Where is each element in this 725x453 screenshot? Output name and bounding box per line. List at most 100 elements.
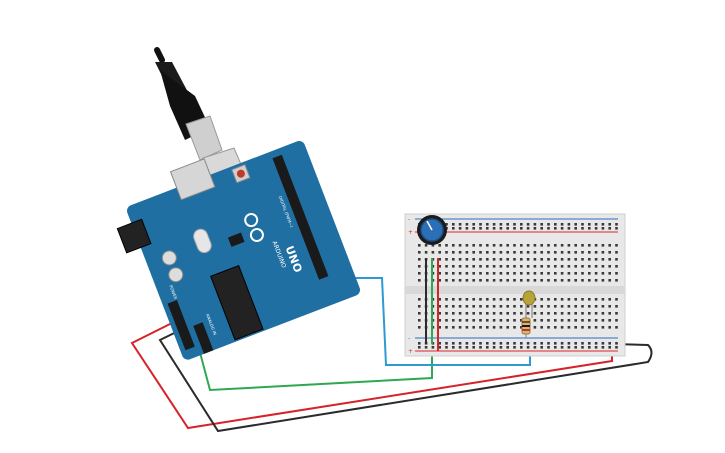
breadboard-hole[interactable] [465,305,469,308]
breadboard-hole[interactable] [547,312,550,315]
breadboard-hole[interactable] [540,305,543,308]
breadboard-hole[interactable] [458,251,462,254]
breadboard-hole[interactable] [547,272,550,275]
led[interactable] [522,290,536,318]
breadboard-hole[interactable] [513,244,516,247]
breadboard-hole[interactable] [567,227,571,230]
breadboard-hole[interactable] [458,305,462,308]
breadboard-hole[interactable] [486,227,489,230]
breadboard-hole[interactable] [452,251,455,254]
analog-header[interactable] [193,322,214,354]
breadboard-hole[interactable] [574,258,577,261]
breadboard-hole[interactable] [431,346,435,349]
breadboard-hole[interactable] [540,251,543,254]
breadboard-hole[interactable] [540,227,543,230]
breadboard-hole[interactable] [574,227,577,230]
breadboard-hole[interactable] [526,258,530,261]
breadboard-hole[interactable] [560,305,564,308]
resistor[interactable] [521,312,531,338]
breadboard-hole[interactable] [486,265,489,268]
breadboard-hole[interactable] [492,326,496,329]
breadboard-hole[interactable] [472,251,475,254]
breadboard-hole[interactable] [499,346,503,349]
breadboard-hole[interactable] [499,272,503,275]
breadboard-hole[interactable] [458,279,462,282]
breadboard-hole[interactable] [574,279,577,282]
breadboard-hole[interactable] [472,342,475,345]
breadboard-hole[interactable] [588,312,591,315]
breadboard-hole[interactable] [458,312,462,315]
breadboard-hole[interactable] [445,279,448,282]
breadboard-hole[interactable] [601,298,605,301]
breadboard-hole[interactable] [547,244,550,247]
breadboard-hole[interactable] [492,265,496,268]
breadboard-hole[interactable] [588,223,591,226]
breadboard-hole[interactable] [479,265,482,268]
breadboard-hole[interactable] [560,279,564,282]
breadboard-hole[interactable] [452,346,455,349]
breadboard-hole[interactable] [431,251,435,254]
breadboard-hole[interactable] [445,265,448,268]
breadboard-hole[interactable] [574,298,577,301]
breadboard-hole[interactable] [581,251,584,254]
breadboard-hole[interactable] [438,305,441,308]
breadboard-hole[interactable] [547,319,550,322]
breadboard-hole[interactable] [615,319,618,322]
breadboard-hole[interactable] [458,298,462,301]
breadboard-hole[interactable] [520,258,523,261]
breadboard-hole[interactable] [547,326,550,329]
breadboard-hole[interactable] [418,279,421,282]
breadboard-hole[interactable] [479,258,482,261]
breadboard-hole[interactable] [601,319,605,322]
breadboard-hole[interactable] [554,319,557,322]
breadboard-hole[interactable] [506,227,509,230]
breadboard-hole[interactable] [472,244,475,247]
breadboard-hole[interactable] [588,244,591,247]
breadboard-hole[interactable] [581,244,584,247]
breadboard-hole[interactable] [608,312,611,315]
breadboard-hole[interactable] [574,312,577,315]
breadboard-hole[interactable] [499,312,503,315]
breadboard-hole[interactable] [581,346,584,349]
breadboard-hole[interactable] [479,279,482,282]
breadboard-hole[interactable] [492,312,496,315]
breadboard-hole[interactable] [513,312,516,315]
breadboard-hole[interactable] [560,265,564,268]
breadboard-hole[interactable] [520,298,523,301]
breadboard-hole[interactable] [486,279,489,282]
breadboard-hole[interactable] [581,265,584,268]
breadboard-hole[interactable] [594,312,598,315]
breadboard-hole[interactable] [574,251,577,254]
breadboard-hole[interactable] [581,227,584,230]
breadboard-hole[interactable] [486,346,489,349]
breadboard-hole[interactable] [540,258,543,261]
breadboard-hole[interactable] [615,227,618,230]
breadboard-hole[interactable] [499,326,503,329]
breadboard-hole[interactable] [567,346,571,349]
breadboard-hole[interactable] [506,265,509,268]
breadboard-hole[interactable] [465,342,469,345]
breadboard-hole[interactable] [479,244,482,247]
breadboard-hole[interactable] [465,223,469,226]
breadboard-hole[interactable] [554,312,557,315]
breadboard-hole[interactable] [615,272,618,275]
breadboard-hole[interactable] [499,319,503,322]
breadboard-hole[interactable] [547,298,550,301]
breadboard-hole[interactable] [560,312,564,315]
breadboard-hole[interactable] [438,319,441,322]
breadboard-hole[interactable] [526,223,530,226]
breadboard-hole[interactable] [499,342,503,345]
breadboard-hole[interactable] [540,265,543,268]
breadboard-hole[interactable] [615,298,618,301]
breadboard-hole[interactable] [533,305,537,308]
breadboard-hole[interactable] [594,251,598,254]
breadboard-hole[interactable] [601,346,605,349]
breadboard-hole[interactable] [594,244,598,247]
breadboard-hole[interactable] [492,244,496,247]
breadboard-hole[interactable] [526,346,530,349]
breadboard-hole[interactable] [492,279,496,282]
breadboard-hole[interactable] [615,326,618,329]
breadboard-hole[interactable] [486,258,489,261]
breadboard-hole[interactable] [472,223,475,226]
breadboard-hole[interactable] [438,272,441,275]
